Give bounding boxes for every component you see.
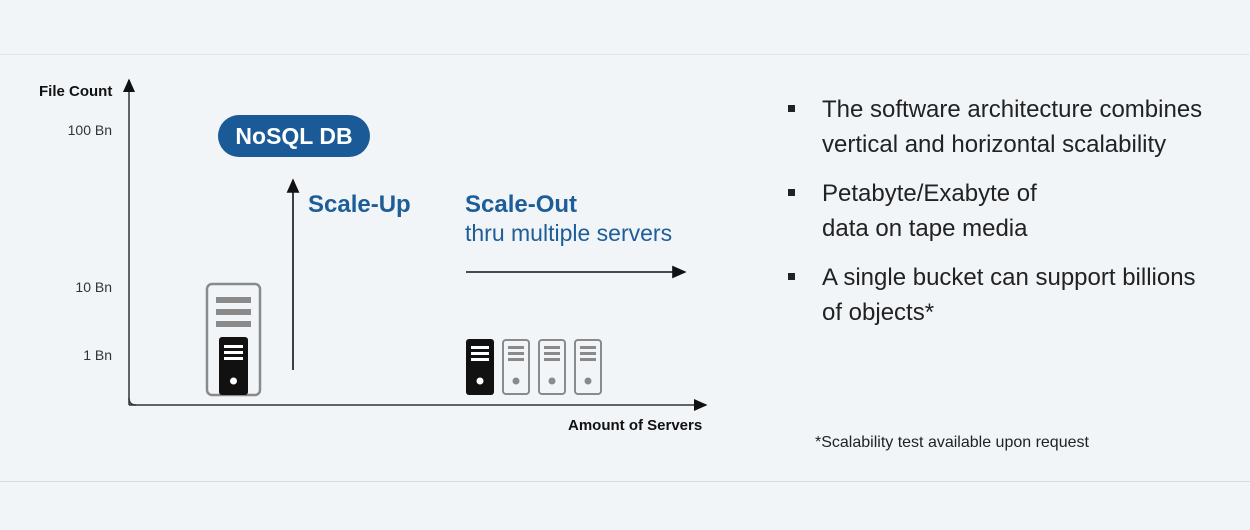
y-axis-title: File Count	[39, 83, 113, 100]
tick-1bn: 1 Bn	[83, 347, 112, 363]
content-panel	[0, 54, 1250, 481]
scale-up-label: Scale-Up	[308, 191, 411, 218]
x-axis-title: Amount of Servers	[568, 417, 703, 434]
bottom-divider	[0, 481, 1250, 482]
footnote: *Scalability test available upon request	[815, 434, 1089, 451]
nosql-db-badge: NoSQL DB	[218, 115, 370, 157]
bullet-list: The software architecture combines verti…	[788, 92, 1208, 344]
scalability-diagram	[123, 78, 708, 411]
scale-out-label: Scale-Out	[465, 191, 578, 218]
bullet-square-icon	[788, 189, 795, 196]
bullet-item: A single bucket can support billions of …	[788, 260, 1208, 330]
axis-corner	[128, 397, 137, 406]
scale-out-server-icon-1	[466, 339, 494, 395]
tick-10bn: 10 Bn	[75, 279, 112, 295]
scale-out-subtitle: thru multiple servers	[465, 220, 673, 246]
bullet-text: A single bucket can support billions of …	[822, 264, 1196, 326]
bullet-square-icon	[788, 105, 795, 112]
bullet-text: Petabyte/Exabyte of data on tape media	[822, 180, 1037, 242]
scale-out-server-icon-4	[574, 339, 602, 395]
bullet-text: The software architecture combines verti…	[822, 96, 1203, 158]
scale-out-server-icon-3	[538, 339, 566, 395]
scale-out-server-icon-2	[502, 339, 530, 395]
bullet-item: The software architecture combines verti…	[788, 92, 1208, 162]
scale-up-server-icon	[205, 282, 262, 397]
tick-100bn: 100 Bn	[67, 122, 112, 138]
bullet-square-icon	[788, 273, 795, 280]
bullet-item: Petabyte/Exabyte of data on tape media	[788, 176, 1082, 246]
